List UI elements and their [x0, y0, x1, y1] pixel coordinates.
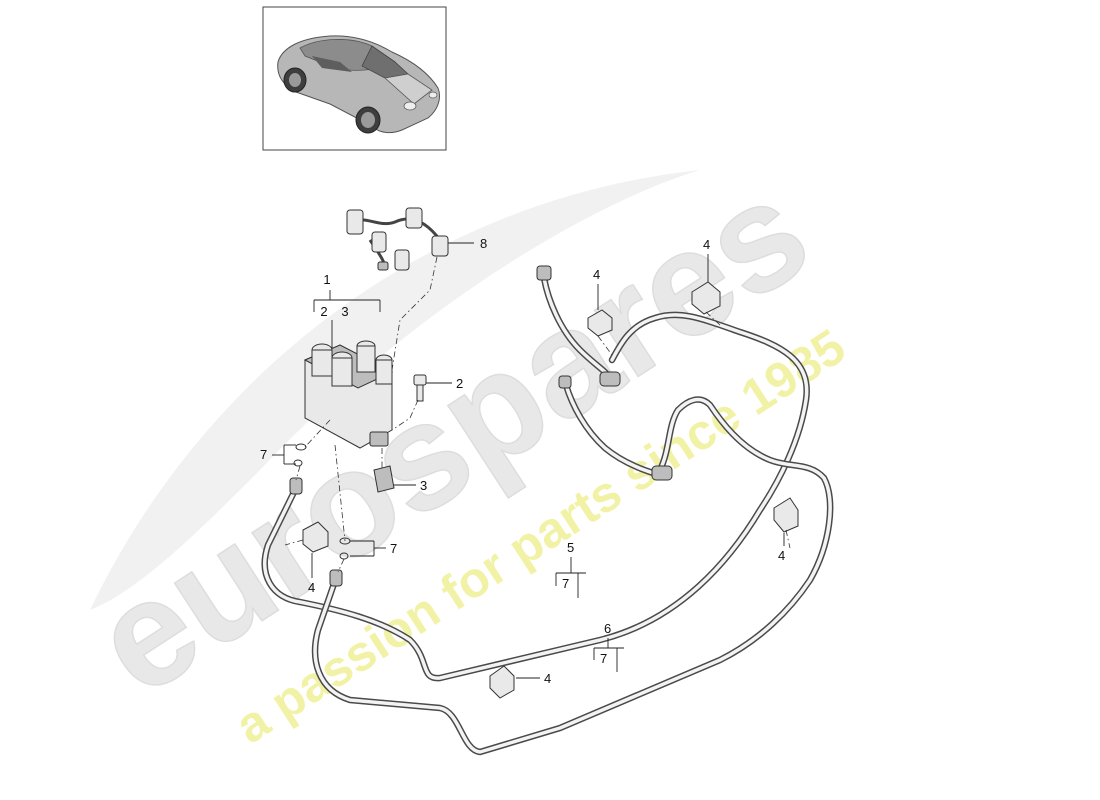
- car-icon: [277, 35, 441, 134]
- callout-5: 5 7: [555, 540, 586, 598]
- callout-label: 2: [320, 304, 327, 319]
- callout-4-right: 4: [778, 533, 785, 563]
- dashed-leaders: [284, 256, 791, 573]
- callout-4-left: 4: [308, 553, 315, 595]
- valve-block: [303, 340, 394, 449]
- callout-label: 4: [778, 548, 785, 563]
- seal-parts: [293, 443, 351, 560]
- pipe-fitting: [651, 465, 673, 481]
- callout-label: 4: [308, 580, 315, 595]
- callout-label: 8: [480, 236, 487, 251]
- callout-4-bottom: 4: [516, 671, 551, 686]
- callout-label: 3: [420, 478, 427, 493]
- callout-8: 8: [448, 236, 487, 251]
- watermark-swoosh: [90, 170, 700, 610]
- pipe-fitting: [329, 569, 343, 587]
- watermark: eurospares a passion for parts since 198…: [65, 145, 855, 755]
- bracket-part: [373, 465, 395, 493]
- callout-label: 4: [593, 267, 600, 282]
- callout-label: 7: [390, 541, 397, 556]
- callout-4-top-mid: 4: [593, 267, 600, 310]
- callout-7-left: 7: [260, 444, 296, 465]
- callout-label: 7: [260, 447, 267, 462]
- callout-1: 1 2 3: [313, 272, 381, 348]
- callout-label: 3: [341, 304, 348, 319]
- clip-parts: [302, 281, 799, 699]
- pipe-fitting: [536, 265, 552, 281]
- callout-label: 6: [604, 621, 611, 636]
- callout-3: 3: [394, 478, 427, 493]
- callout-6: 6 7: [593, 621, 624, 672]
- vehicle-thumbnail: [262, 6, 447, 151]
- callout-2: 2: [426, 376, 463, 391]
- pipe-fitting: [289, 477, 303, 495]
- wiring-harness: [346, 207, 449, 271]
- callout-label: 5: [567, 540, 574, 555]
- callout-label: 7: [562, 576, 569, 591]
- callout-label: 4: [703, 237, 710, 252]
- brake-line-assembly: [261, 265, 834, 756]
- bolt-part: [413, 374, 427, 402]
- callout-label: 4: [544, 671, 551, 686]
- callout-label: 1: [323, 272, 330, 287]
- callout-7-mid: 7: [350, 540, 397, 557]
- pipe-fitting: [558, 375, 572, 389]
- callout-4-top-right: 4: [703, 237, 710, 282]
- pipe-fitting: [599, 371, 621, 387]
- callout-label: 2: [456, 376, 463, 391]
- callout-label: 7: [600, 651, 607, 666]
